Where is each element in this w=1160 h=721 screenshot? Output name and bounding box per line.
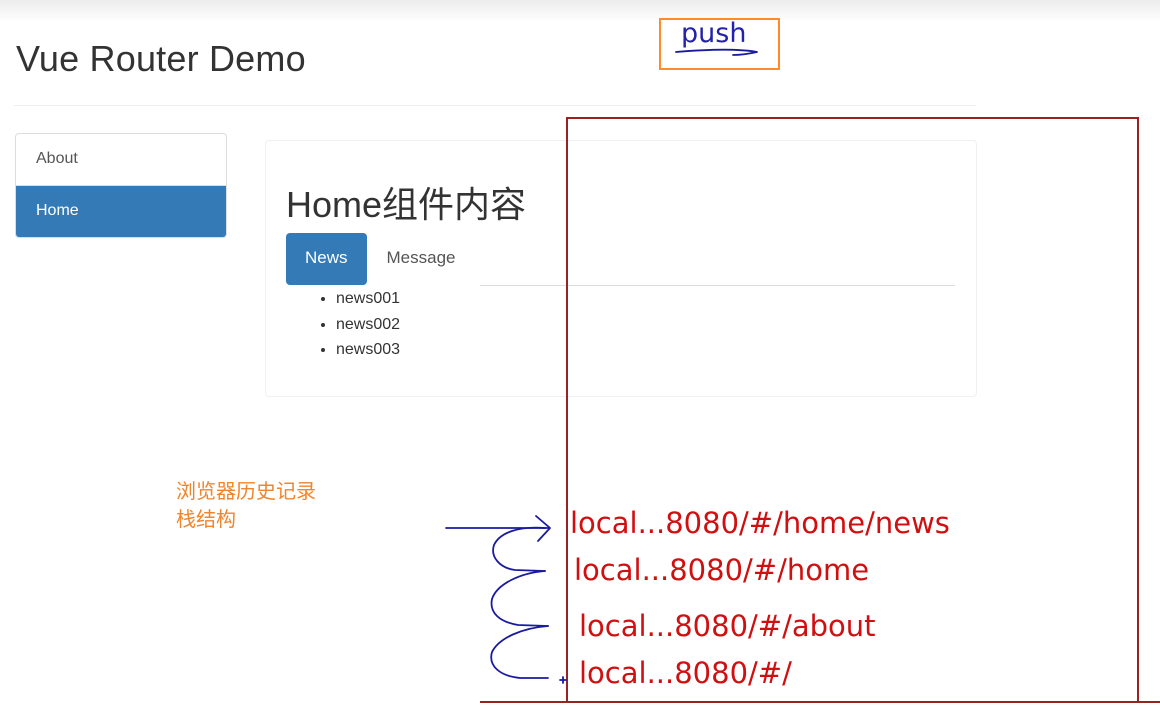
tabs-divider bbox=[480, 285, 955, 286]
arrow-pointer-icon bbox=[535, 515, 551, 542]
history-stack-base bbox=[480, 701, 1160, 703]
list-item: news002 bbox=[336, 312, 400, 338]
history-entry: local...8080/#/about bbox=[579, 609, 876, 643]
home-panel bbox=[265, 140, 977, 397]
home-tabs: News Message bbox=[286, 233, 476, 285]
history-caption: 浏览器历史记录 栈结构 bbox=[176, 478, 316, 534]
curve-arrow-icon bbox=[490, 570, 549, 627]
sidebar-item-home[interactable]: Home bbox=[16, 185, 226, 237]
curve-arrow-icon bbox=[490, 625, 549, 679]
history-entry: local...8080/#/ bbox=[579, 656, 792, 690]
push-annotation-label: push bbox=[681, 18, 747, 49]
tab-message[interactable]: Message bbox=[386, 248, 456, 267]
curve-arrow-icon bbox=[492, 526, 546, 572]
history-caption-line: 浏览器历史记录 bbox=[176, 481, 316, 503]
list-item: news003 bbox=[336, 337, 400, 363]
tab-news[interactable]: News bbox=[286, 233, 367, 285]
page-title: Vue Router Demo bbox=[16, 38, 306, 79]
push-underline-icon bbox=[675, 48, 758, 56]
title-divider bbox=[14, 105, 976, 106]
list-item: news001 bbox=[336, 286, 400, 312]
news-list: news001 news002 news003 bbox=[318, 286, 400, 363]
top-shade bbox=[0, 0, 1160, 22]
history-stack-frame bbox=[566, 117, 1139, 702]
sidebar-item-about[interactable]: About bbox=[36, 150, 78, 167]
sidebar-nav: About Home bbox=[15, 133, 227, 238]
history-caption-line: 栈结构 bbox=[176, 509, 236, 531]
history-entry: local...8080/#/home bbox=[574, 553, 870, 587]
history-entry: local...8080/#/home/news bbox=[570, 506, 950, 540]
home-heading: Home组件内容 bbox=[286, 184, 527, 225]
plus-mark-icon bbox=[559, 676, 567, 684]
push-annotation-box bbox=[659, 18, 780, 70]
